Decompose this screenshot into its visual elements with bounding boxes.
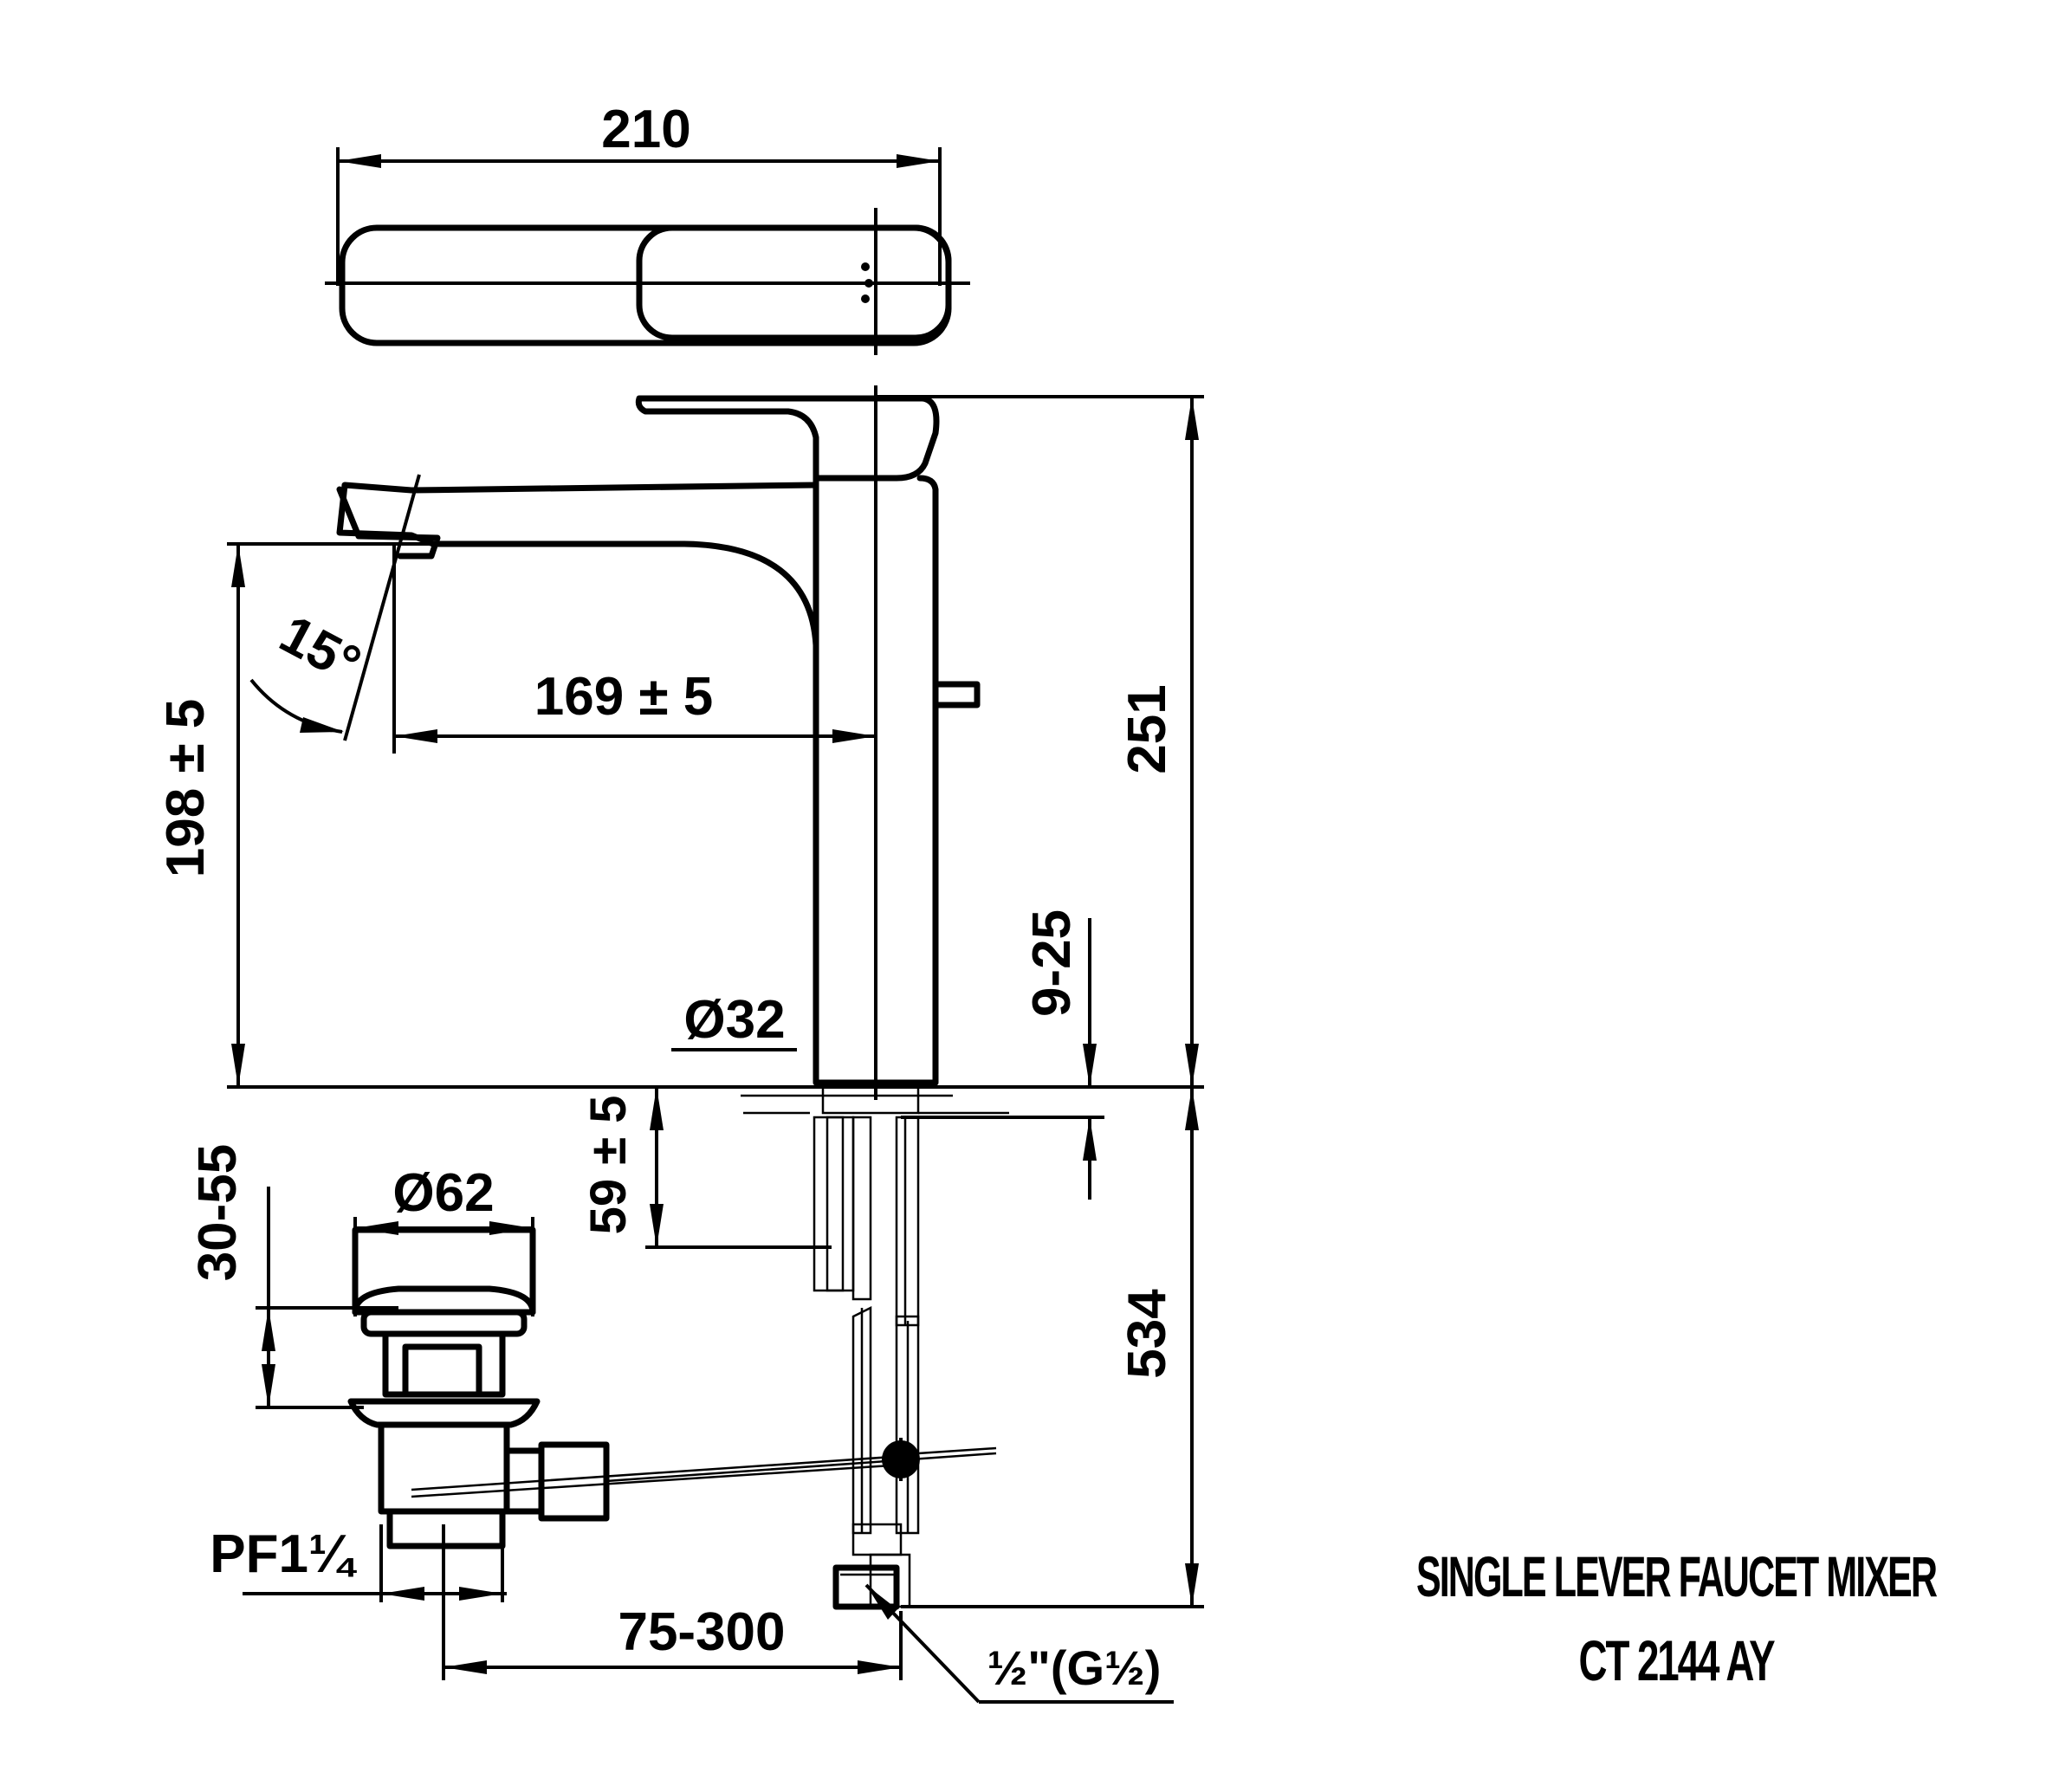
dim-top-width: 210 — [601, 100, 690, 159]
dim-body-diameter: Ø32 — [683, 990, 785, 1050]
dim-waste-range: 30-55 — [188, 1144, 248, 1282]
dim-rod-range: 75-300 — [618, 1602, 785, 1662]
title-line-2: CT 2144 AY — [1579, 1628, 1775, 1692]
pop-up-waste — [347, 1226, 997, 1549]
inlet-thread-leader — [864, 1583, 1174, 1704]
faucet-elevation — [336, 385, 981, 1100]
shank-and-hoses — [741, 1085, 1009, 1610]
title-line-1: SINGLE LEVER FAUCET MIXER — [1416, 1544, 1938, 1608]
dim-inlet-thread: ½"(G½) — [987, 1640, 1162, 1695]
dim-spout-height: 198 ± 5 — [156, 699, 216, 877]
shank-dimension — [645, 1087, 832, 1249]
angle-annotation — [249, 474, 421, 754]
dim-waste-thread: PF1¼ — [210, 1524, 357, 1584]
total-height-dimension — [876, 395, 1204, 1087]
pipe-length-dimension — [901, 1087, 1204, 1608]
top-view — [325, 147, 970, 355]
dim-shank-length: 59 ± 5 — [580, 1096, 637, 1235]
reach-dimension — [394, 729, 876, 743]
dim-deck-thickness: 9-25 — [1022, 909, 1082, 1017]
spout-height-dimension — [227, 542, 450, 1087]
dim-waste-diameter: Ø62 — [392, 1163, 494, 1223]
dim-total-height: 251 — [1117, 684, 1177, 773]
dim-pipe-length: 534 — [1117, 1289, 1177, 1379]
dim-spout-reach: 169 ± 5 — [534, 667, 713, 727]
deck-thickness-dimension — [901, 918, 1104, 1200]
waste-diameter-dimension — [353, 1217, 534, 1317]
waste-thread-dimension — [243, 1524, 507, 1602]
waste-range-dimension — [256, 1187, 398, 1409]
dim-spout-angle: 15° — [270, 604, 370, 695]
